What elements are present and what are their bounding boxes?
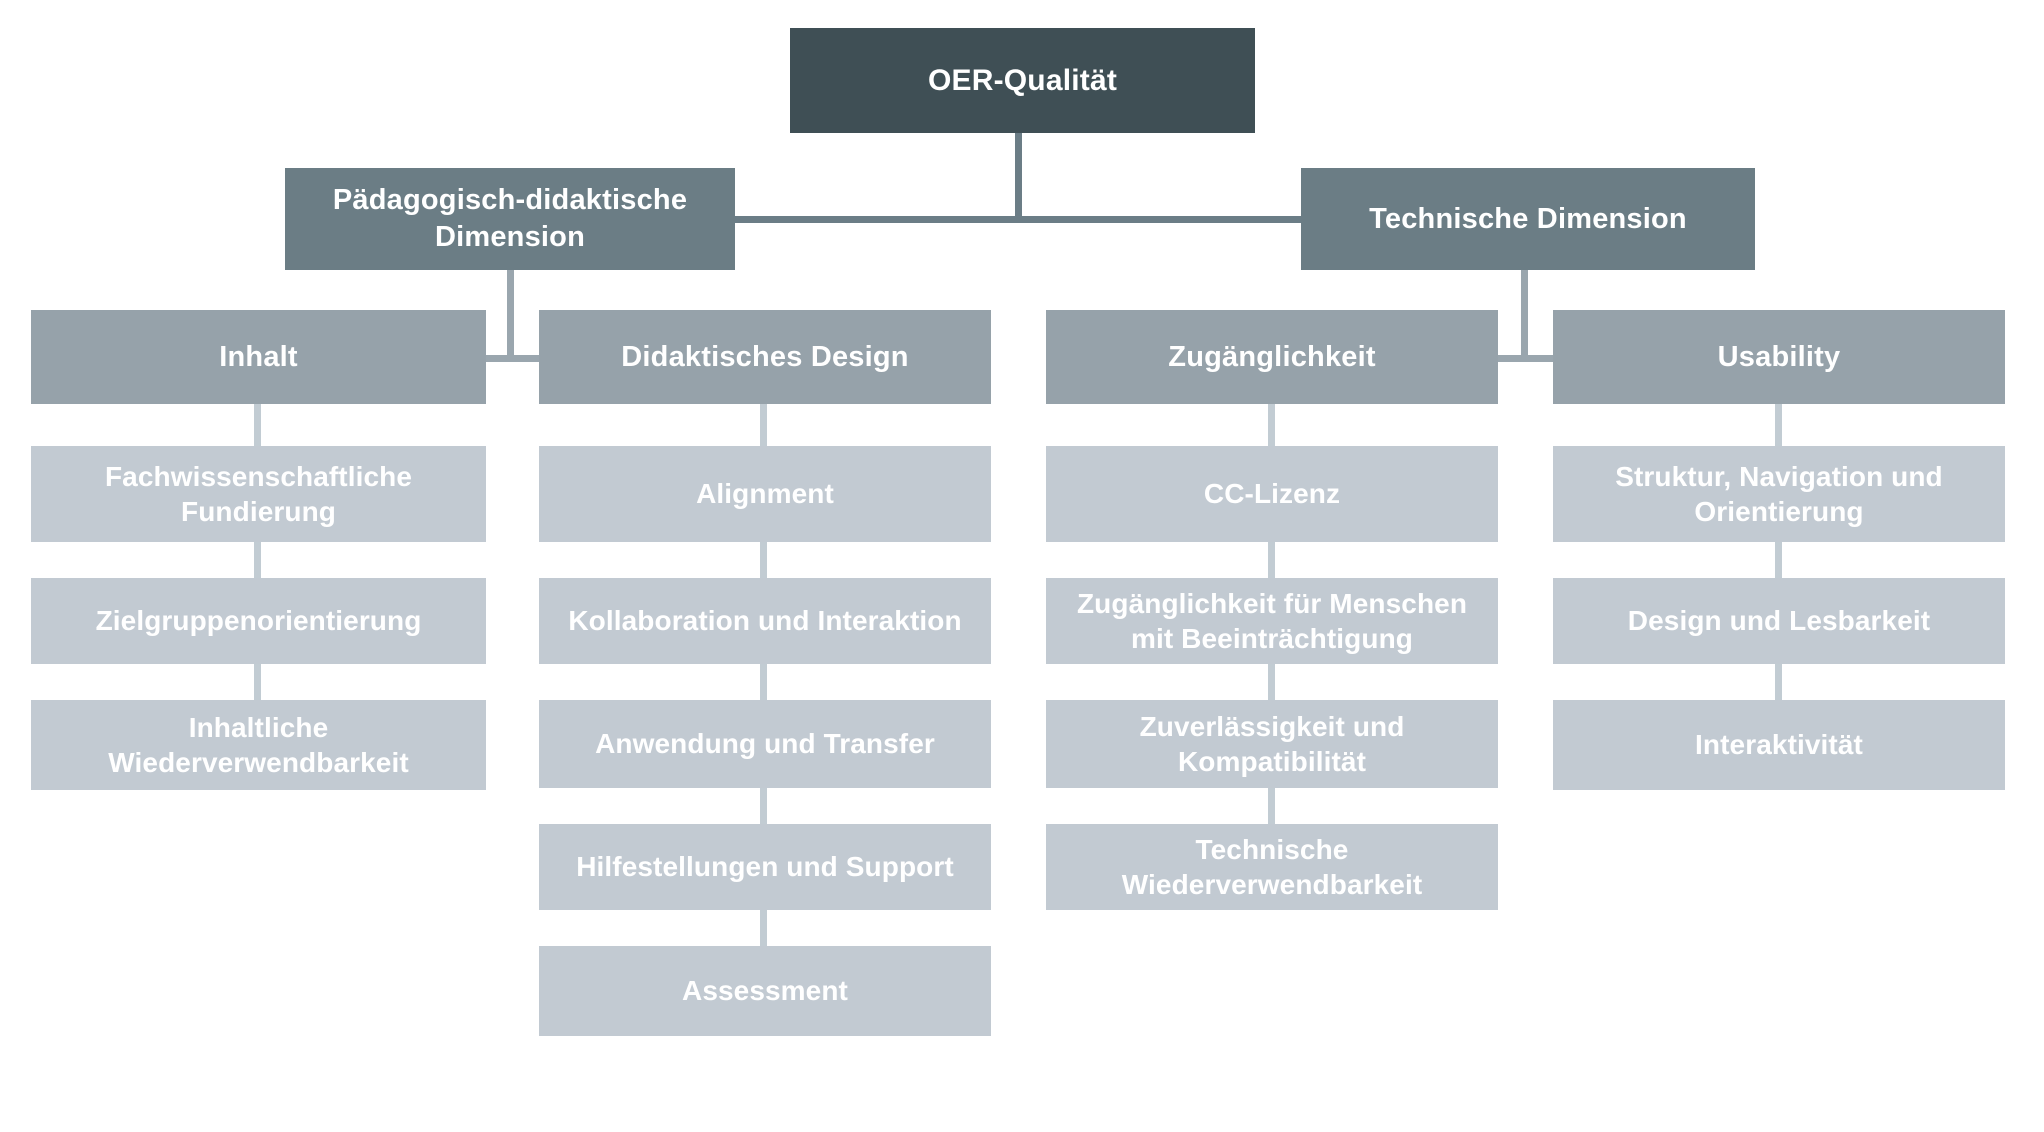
connector-paedagogisch-horizontal — [486, 355, 539, 362]
node-criterion-technische-wiederverwendbarkeit[interactable]: Technische Wiederverwendbarkeit — [1046, 824, 1498, 910]
node-criterion-cc-lizenz[interactable]: CC-Lizenz — [1046, 446, 1498, 542]
node-criterion-anwendung-und-transfer[interactable]: Anwendung und Transfer — [539, 700, 991, 788]
node-dimension-technische[interactable]: Technische Dimension — [1301, 168, 1755, 270]
connector-col1-seg3 — [254, 664, 261, 700]
connector-col4-seg1 — [1775, 404, 1782, 446]
connector-col4-seg3 — [1775, 664, 1782, 700]
connector-col2-seg2 — [760, 542, 767, 578]
node-dimension-paedagogisch-didaktische[interactable]: Pädagogisch-didaktische Dimension — [285, 168, 735, 270]
connector-col2-seg5 — [760, 910, 767, 946]
node-root-oer-qualitaet[interactable]: OER-Qualität — [790, 28, 1255, 133]
node-criterion-inhaltliche-wiederverwendbarkeit[interactable]: Inhaltliche Wiederverwendbarkeit — [31, 700, 486, 790]
node-criterion-alignment[interactable]: Alignment — [539, 446, 991, 542]
node-category-inhalt[interactable]: Inhalt — [31, 310, 486, 404]
node-category-didaktisches-design[interactable]: Didaktisches Design — [539, 310, 991, 404]
node-criterion-zugaenglichkeit-fuer-menschen-mit-beeintraechtigung[interactable]: Zugänglichkeit für Menschen mit Beeinträ… — [1046, 578, 1498, 664]
node-criterion-zielgruppenorientierung[interactable]: Zielgruppenorientierung — [31, 578, 486, 664]
connector-col1-seg2 — [254, 542, 261, 578]
node-criterion-interaktivitaet[interactable]: Interaktivität — [1553, 700, 2005, 790]
connector-root-vertical — [1015, 133, 1022, 222]
connector-paedagogisch-vertical — [507, 270, 514, 362]
connector-technisch-vertical — [1521, 270, 1528, 362]
connector-col3-seg1 — [1268, 404, 1275, 446]
node-category-usability[interactable]: Usability — [1553, 310, 2005, 404]
node-criterion-fachwissenschaftliche-fundierung[interactable]: Fachwissenschaftliche Fundierung — [31, 446, 486, 542]
connector-col1-seg1 — [254, 404, 261, 446]
node-criterion-hilfestellungen-und-support[interactable]: Hilfestellungen und Support — [539, 824, 991, 910]
node-criterion-kollaboration-und-interaktion[interactable]: Kollaboration und Interaktion — [539, 578, 991, 664]
node-criterion-design-und-lesbarkeit[interactable]: Design und Lesbarkeit — [1553, 578, 2005, 664]
node-criterion-struktur-navigation-und-orientierung[interactable]: Struktur, Navigation und Orientierung — [1553, 446, 2005, 542]
connector-col4-seg2 — [1775, 542, 1782, 578]
connector-dimensions-horizontal — [735, 216, 1301, 223]
node-criterion-assessment[interactable]: Assessment — [539, 946, 991, 1036]
connector-col3-seg4 — [1268, 788, 1275, 824]
connector-col3-seg3 — [1268, 664, 1275, 700]
node-criterion-zuverlaessigkeit-und-kompatibilitaet[interactable]: Zuverlässigkeit und Kompatibilität — [1046, 700, 1498, 788]
connector-col2-seg1 — [760, 404, 767, 446]
connector-col3-seg2 — [1268, 542, 1275, 578]
connector-col2-seg3 — [760, 664, 767, 700]
node-category-zugaenglichkeit[interactable]: Zugänglichkeit — [1046, 310, 1498, 404]
connector-technisch-horizontal — [1498, 355, 1553, 362]
connector-col2-seg4 — [760, 788, 767, 824]
